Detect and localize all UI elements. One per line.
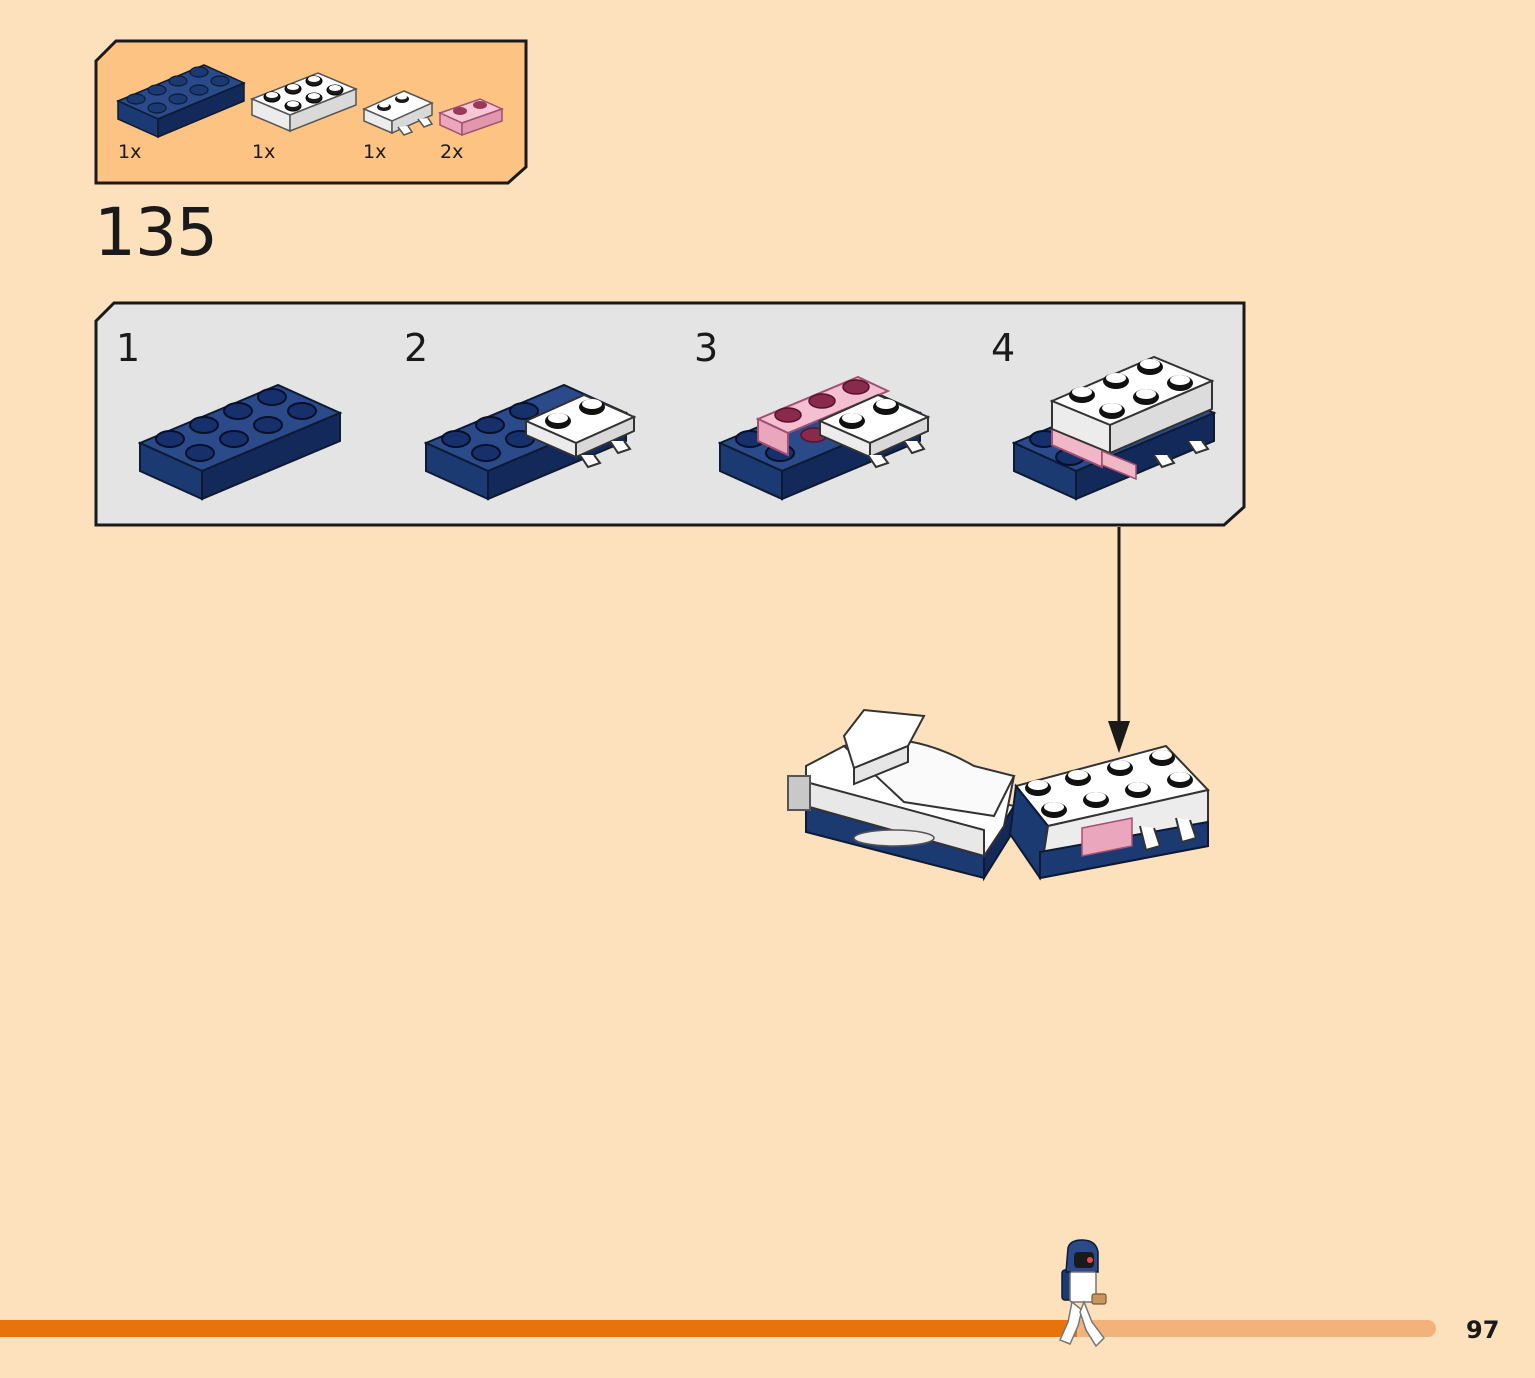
white-2x3-plate-icon	[250, 72, 358, 133]
placement-arrow-icon	[1108, 527, 1130, 753]
part-quantity: 1x	[118, 141, 142, 163]
trans-pink-1x2-plate-icon	[438, 98, 505, 137]
step-number: 135	[94, 194, 218, 271]
substep-panel: 1 2 3 4	[94, 301, 1246, 527]
substep-3-illustration	[718, 375, 931, 501]
substep-2-illustration	[424, 383, 637, 501]
substep-number: 4	[991, 326, 1016, 370]
astronaut-minifigure-icon	[1058, 1239, 1107, 1348]
substep-number: 3	[694, 326, 719, 370]
assembly-model-illustration	[787, 708, 1210, 882]
substep-4-illustration	[1012, 355, 1217, 501]
page-number: 97	[1466, 1316, 1500, 1344]
substep-number: 1	[116, 326, 141, 370]
part-quantity: 1x	[252, 141, 276, 163]
substep-1-illustration	[138, 383, 343, 501]
progress-bar	[0, 1320, 1436, 1337]
part-quantity: 2x	[440, 141, 464, 163]
dark-blue-2x4-plate-icon	[116, 64, 246, 139]
part-quantity: 1x	[363, 141, 387, 163]
white-2x2-plate-with-clips-icon	[362, 90, 434, 136]
substep-number: 2	[404, 326, 429, 370]
parts-callout: 1x 1x 1x 2x	[94, 39, 528, 185]
